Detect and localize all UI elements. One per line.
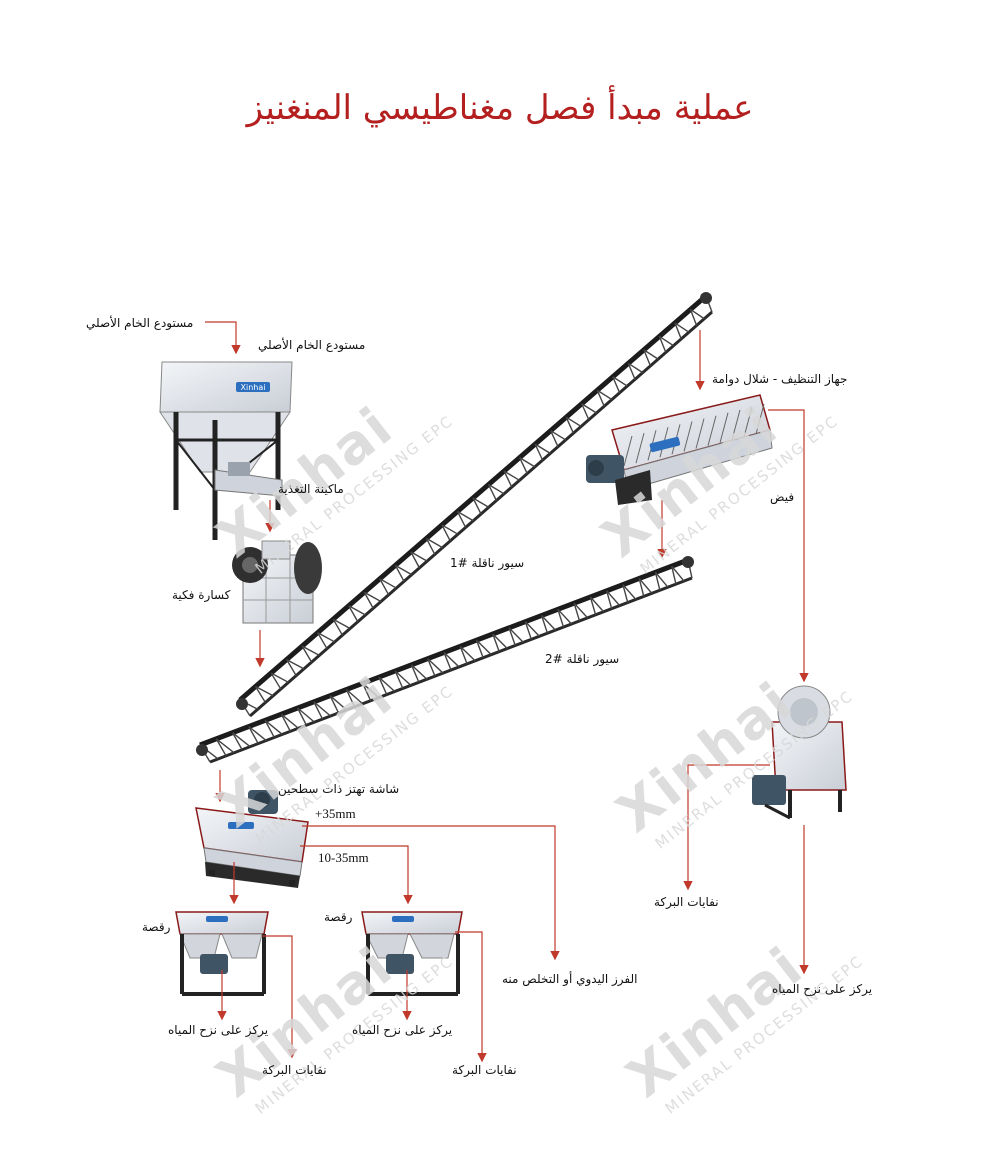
conveyor-1 (236, 292, 713, 718)
label-tail-jig-right: نفايات البركة (452, 1063, 517, 1077)
arrow-jig-left-tailings (262, 935, 297, 1059)
label-tail-jig-left: نفايات البركة (262, 1063, 327, 1077)
feeder-machine (214, 462, 283, 497)
page-title: عملية مبدأ فصل مغناطيسي المنغنيز (246, 88, 754, 128)
dewatering-machine (752, 685, 847, 820)
conveyor-2 (196, 556, 694, 764)
label-conc-sep: يركز على نزح المياه (772, 982, 873, 996)
label-tailings-sep: نفايات البركة (654, 895, 719, 909)
label-conveyor-2: سيور ناقلة #2 (545, 652, 620, 666)
jig-right (361, 911, 463, 996)
flow-arrows (205, 321, 809, 1063)
vibrating-screen (195, 790, 309, 888)
label-jig-right: رقصة (324, 910, 353, 924)
jaw-crusher (232, 540, 322, 624)
arrow-jig-right-tailings (455, 931, 487, 1063)
arrow-10-35 (300, 845, 413, 905)
arrow-raw-ore-in (205, 321, 241, 355)
label-plus35: +35mm (315, 806, 356, 821)
brand-plate-bin: Xinhai (241, 383, 266, 392)
label-vibrating-screen: شاشة تهتز ذات سطحين (278, 782, 400, 796)
jig-left (175, 911, 269, 996)
label-conveyor-1: سيور ناقلة #1 (450, 556, 525, 570)
label-raw-ore-top: مستودع الخام الأصلي (86, 316, 194, 330)
label-overflow: فيض (770, 490, 795, 504)
label-feeder: ماكينة التغذية (278, 482, 344, 496)
label-jig-left: رقصة (142, 920, 171, 934)
label-jaw-crusher: كسارة فكية (172, 588, 231, 602)
spiral-washer (586, 394, 773, 505)
label-raw-ore-bin: مستودع الخام الأصلي (258, 338, 366, 352)
arrow-sep-tailings (683, 764, 770, 891)
label-10-35: 10-35mm (318, 850, 369, 865)
arrow-plus35 (302, 825, 560, 961)
label-hand-sort: الفرز اليدوي أو التخلص منه (502, 972, 638, 986)
label-conc-jig-left: يركز على نزح المياه (168, 1023, 269, 1037)
label-washer: جهاز التنظيف - شلال دوامة (712, 372, 848, 386)
label-conc-jig-right: يركز على نزح المياه (352, 1023, 453, 1037)
arrow-overflow (768, 409, 809, 683)
